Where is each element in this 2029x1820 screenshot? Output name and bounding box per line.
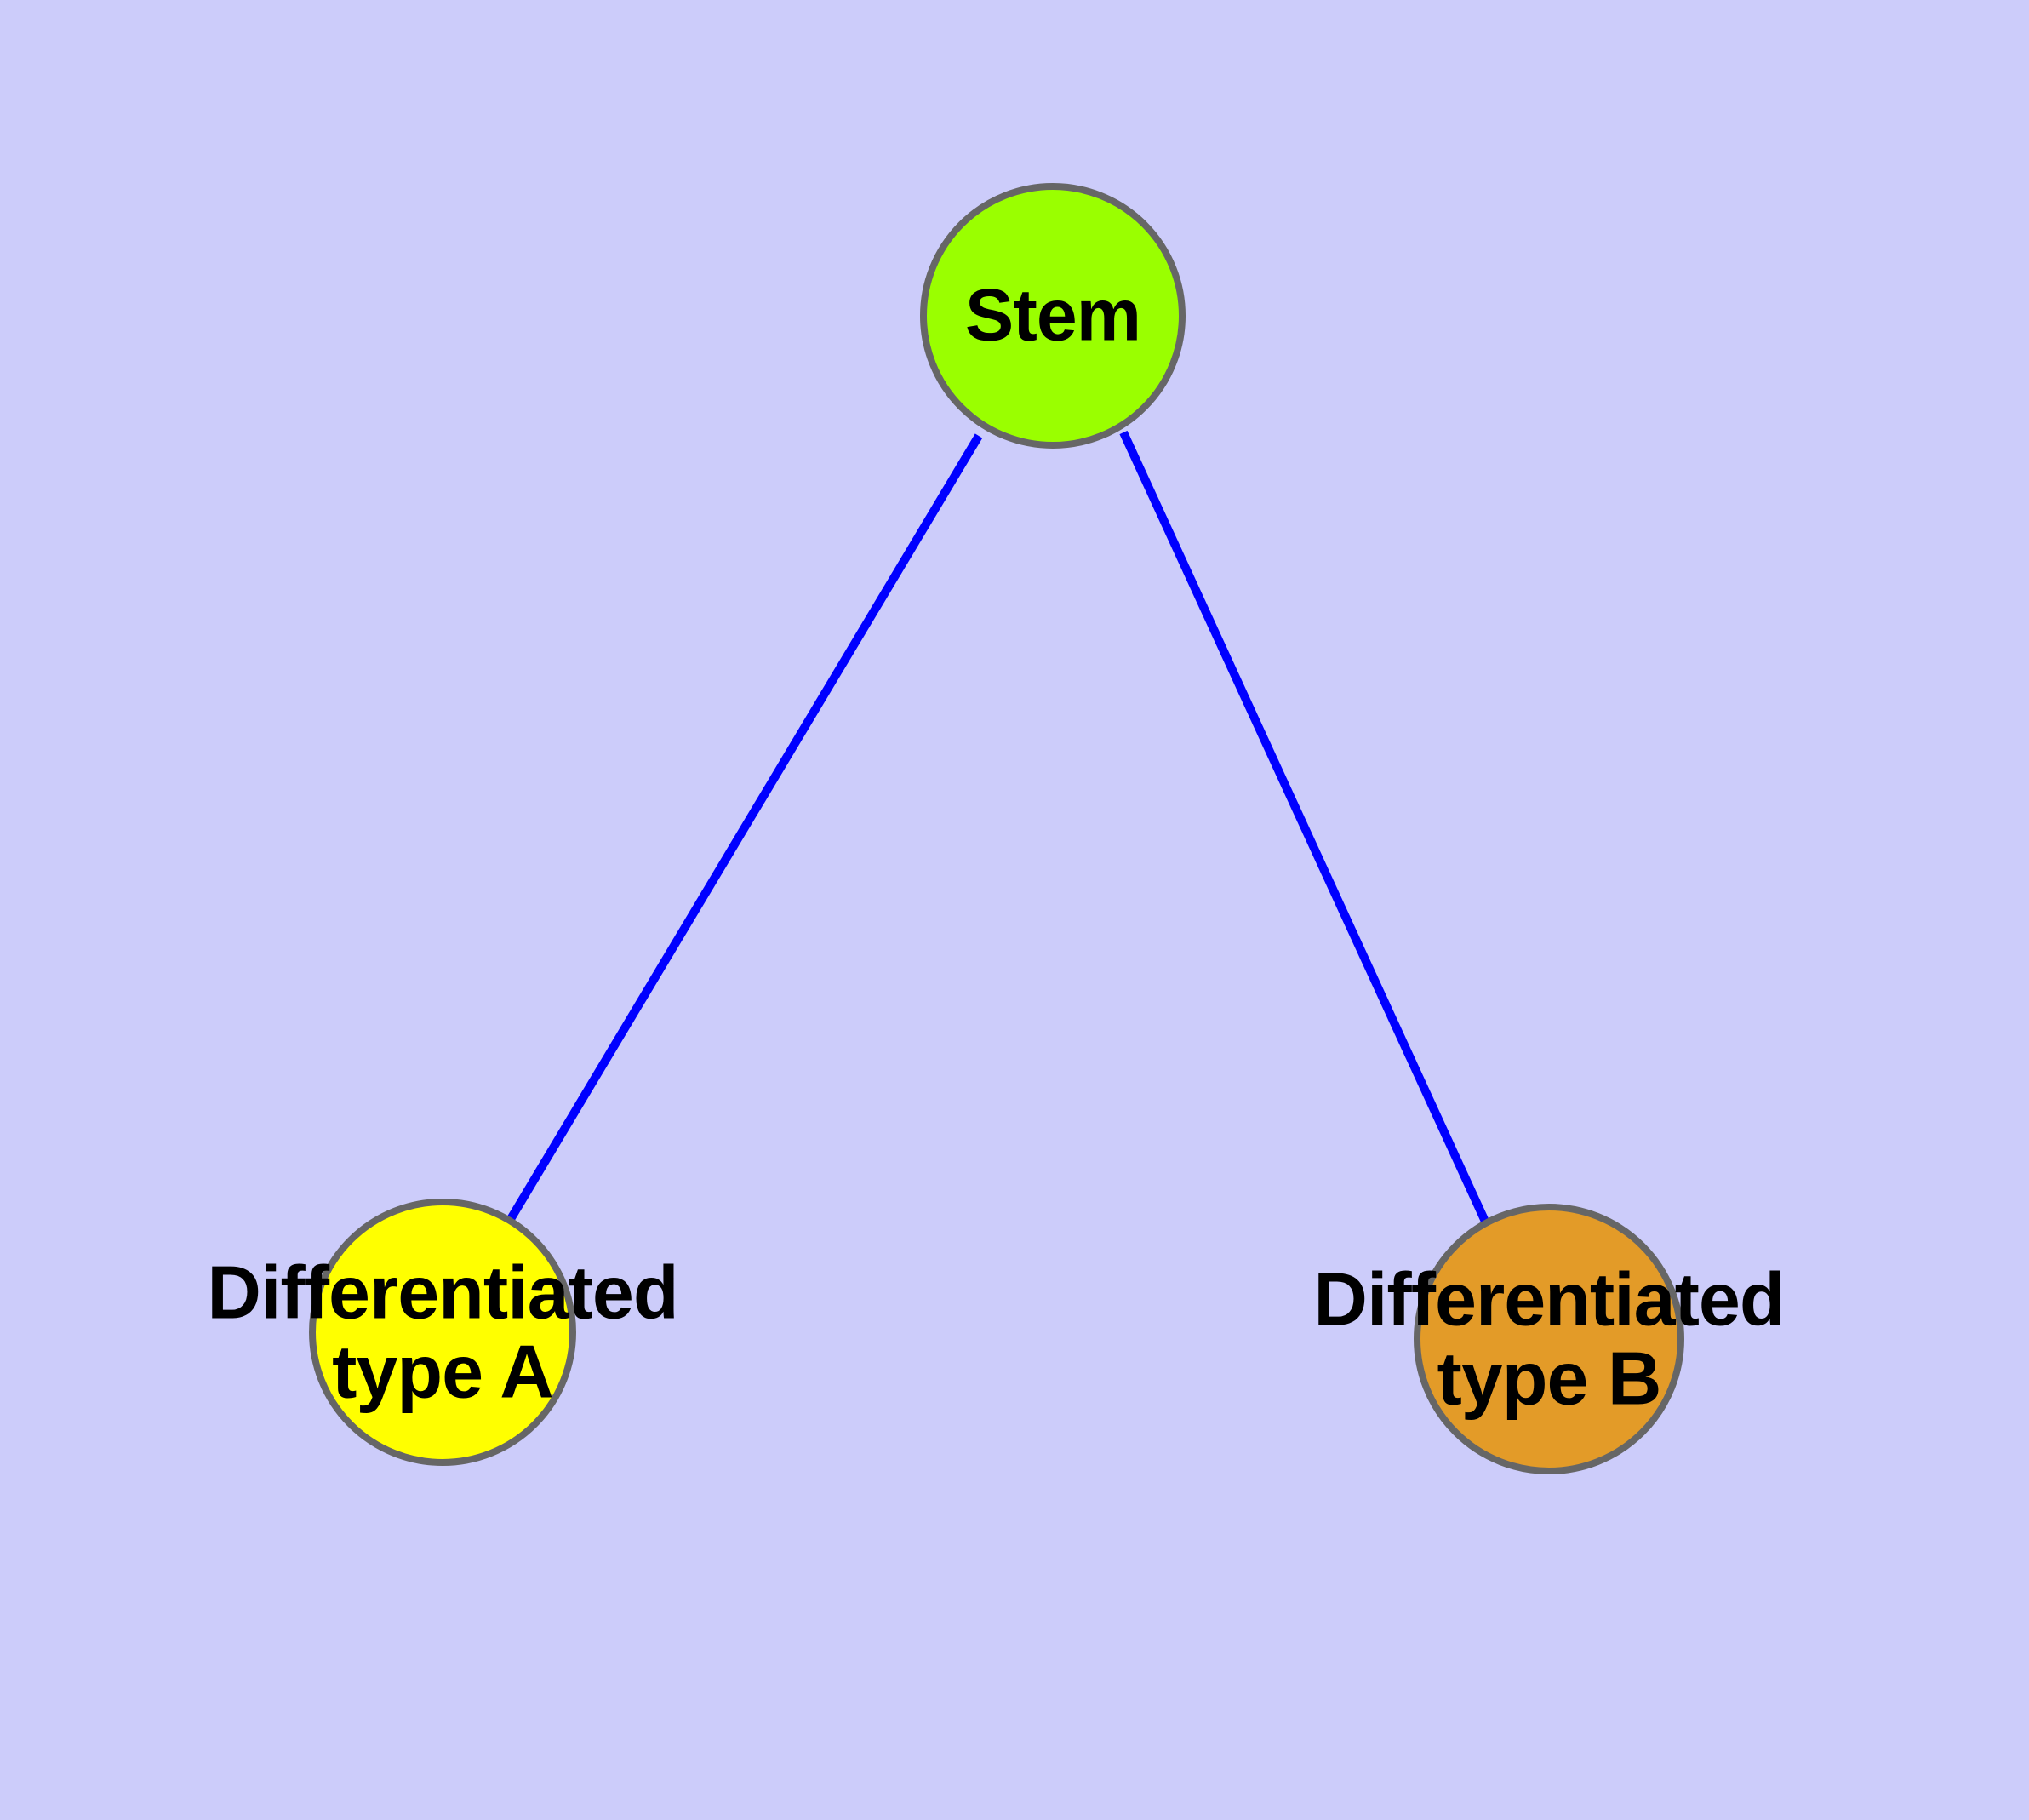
edge-stem-to-differentiated-type-b[interactable]	[1119, 430, 1491, 1228]
node-differentiated-type-b[interactable]	[1414, 1204, 1684, 1474]
node-stem[interactable]	[920, 183, 1186, 449]
edge-stem-to-differentiated-type-a[interactable]	[506, 433, 983, 1222]
node-differentiated-type-a[interactable]	[309, 1199, 576, 1466]
edges-layer	[506, 430, 1491, 1228]
nodes-layer	[309, 183, 1684, 1474]
